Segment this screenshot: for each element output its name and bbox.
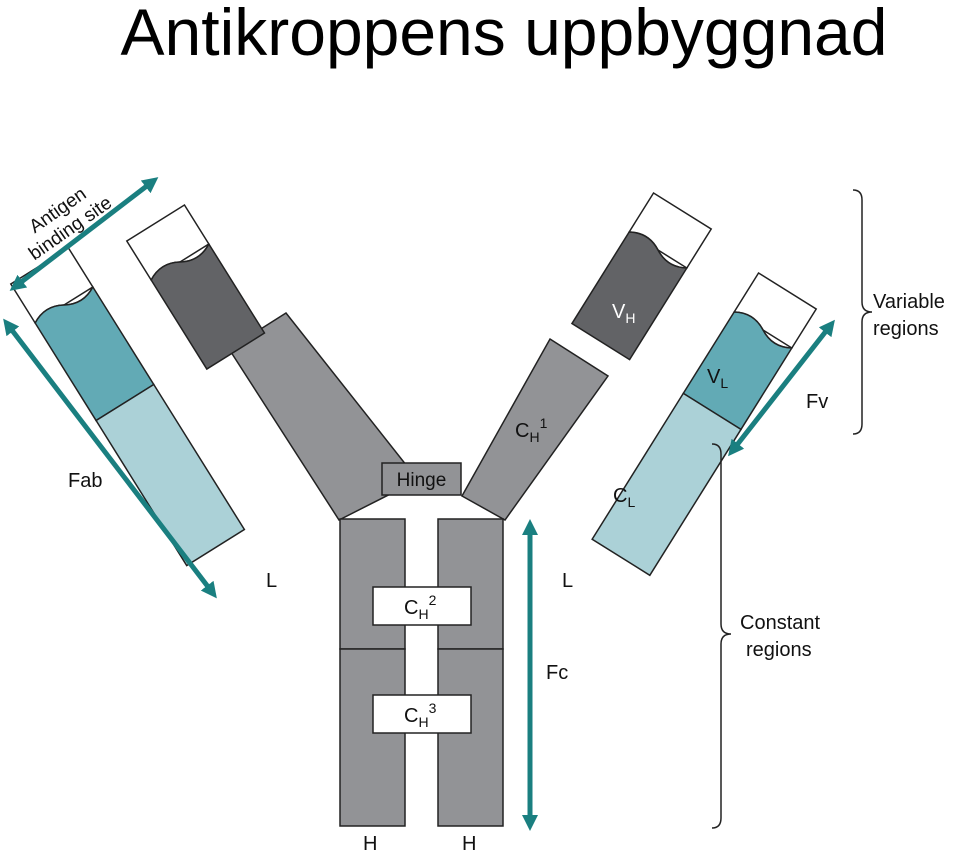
fc-left-ch3	[339, 648, 406, 827]
heavy-chain-right-label: H	[462, 833, 476, 852]
page-title: Antikroppens uppbyggnad	[120, 0, 888, 69]
ch2-box	[372, 586, 472, 626]
right-heavy-constant	[460, 337, 610, 521]
fc-left-ch2	[339, 518, 406, 650]
fv-arrow	[728, 319, 835, 457]
heavy-chain-left-label: H	[363, 833, 377, 852]
constant-regions-label-2: regions	[746, 639, 812, 661]
vl-label: VL	[707, 366, 728, 391]
antigen-binding-arrow	[9, 177, 159, 291]
ch2-label: CH2	[404, 592, 437, 622]
ch1-label: CH1	[515, 415, 548, 445]
variable-regions-bracket	[852, 189, 873, 435]
fc-right-ch3	[437, 648, 504, 827]
vh-label: VH	[612, 301, 635, 326]
fc-label: Fc	[546, 662, 568, 684]
variable-regions-label-2: regions	[873, 318, 939, 340]
fc-right-ch2	[437, 518, 504, 650]
fab-label: Fab	[68, 470, 102, 492]
light-chain-left-label: L	[266, 570, 277, 592]
constant-regions-label-1: Constant	[740, 612, 820, 634]
light-chain-right-label: L	[562, 570, 573, 592]
ch3-label: CH3	[404, 700, 437, 730]
right-light-constant	[591, 392, 742, 577]
hinge-box	[381, 462, 462, 496]
constant-regions-bracket	[711, 443, 732, 829]
left-heavy-variable-group	[125, 203, 266, 371]
variable-regions-label-1: Variable	[873, 291, 945, 313]
fv-label: Fv	[806, 391, 828, 413]
fab-arrow	[3, 318, 217, 599]
hinge-label: Hinge	[397, 470, 447, 491]
right-heavy-variable-group	[570, 191, 713, 361]
left-heavy-variable	[150, 242, 266, 371]
cl-label: CL	[613, 485, 635, 510]
ch3-box	[372, 694, 472, 734]
right-heavy-variable	[570, 231, 689, 361]
